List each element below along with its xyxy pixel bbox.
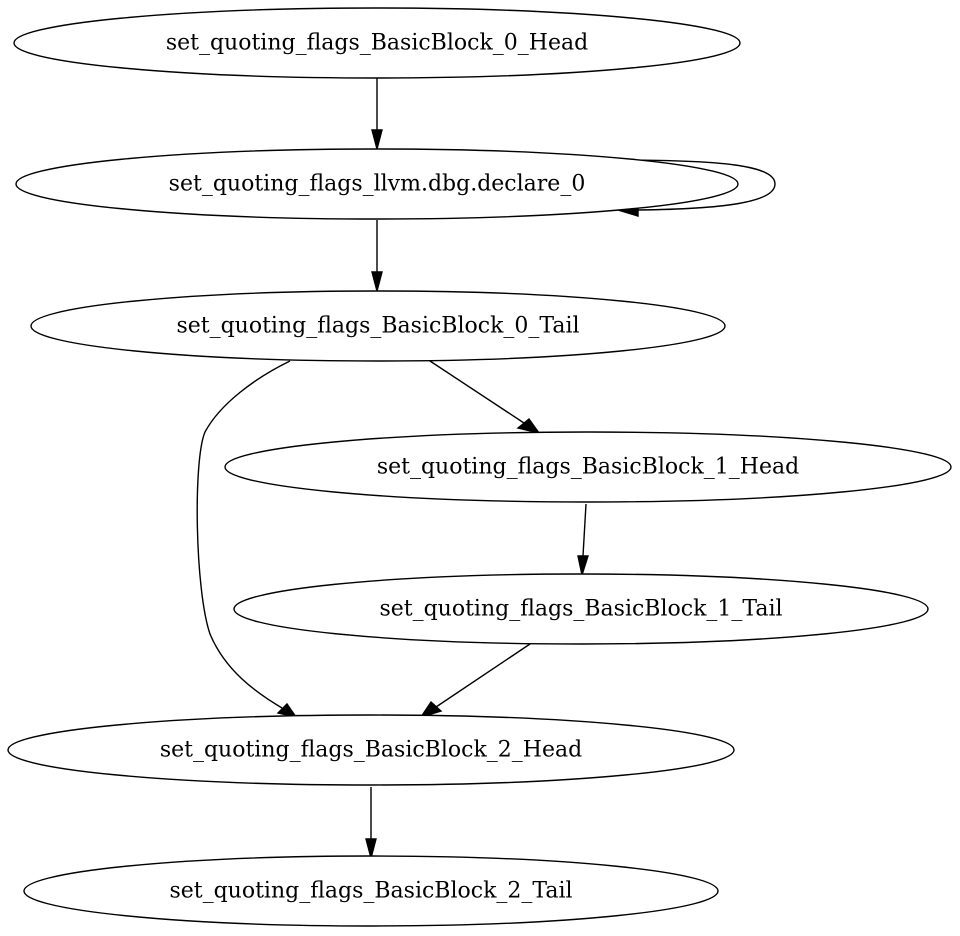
edge-n0-n1 (371, 78, 383, 152)
node-label: set_quoting_flags_BasicBlock_2_Head (160, 738, 582, 763)
node-bb0-tail[interactable]: set_quoting_flags_BasicBlock_0_Tail (30, 290, 726, 362)
node-label: set_quoting_flags_BasicBlock_2_Tail (169, 879, 572, 904)
edge-n4-n5 (419, 643, 531, 719)
node-bb1-head[interactable]: set_quoting_flags_BasicBlock_1_Head (224, 431, 952, 503)
node-bb2-head[interactable]: set_quoting_flags_BasicBlock_2_Head (7, 714, 735, 786)
edge-n1-n2 (371, 220, 383, 294)
node-label: set_quoting_flags_llvm.dbg.declare_0 (169, 172, 586, 197)
edge-n2-n3 (429, 360, 541, 435)
node-llvm-dbg-declare[interactable]: set_quoting_flags_llvm.dbg.declare_0 (15, 148, 739, 220)
node-label: set_quoting_flags_BasicBlock_1_Head (377, 455, 799, 480)
edge-n3-n4 (577, 503, 589, 578)
node-label: set_quoting_flags_BasicBlock_1_Tail (379, 597, 782, 622)
node-bb1-tail[interactable]: set_quoting_flags_BasicBlock_1_Tail (233, 573, 929, 645)
node-bb0-head[interactable]: set_quoting_flags_BasicBlock_0_Head (13, 7, 741, 79)
node-label: set_quoting_flags_BasicBlock_0_Tail (176, 314, 579, 339)
edges (196, 78, 776, 861)
edge-n2-n5 (196, 360, 298, 719)
nodes: set_quoting_flags_BasicBlock_0_Head set_… (7, 7, 952, 927)
node-bb2-tail[interactable]: set_quoting_flags_BasicBlock_2_Tail (23, 855, 719, 927)
edge-n5-n6 (365, 787, 377, 861)
node-label: set_quoting_flags_BasicBlock_0_Head (166, 31, 588, 56)
